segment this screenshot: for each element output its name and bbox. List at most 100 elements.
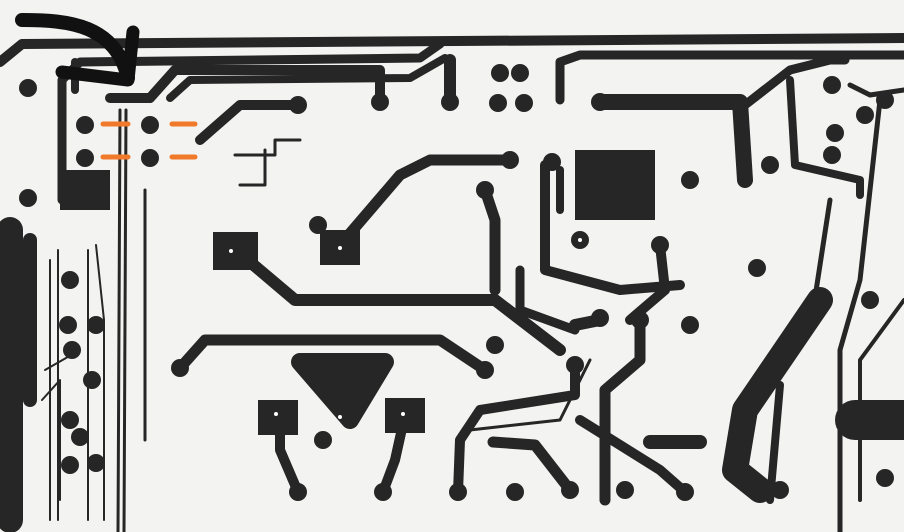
pad: [314, 431, 332, 449]
copper-traces: [0, 33, 904, 532]
pad: [61, 411, 79, 429]
pad: [171, 359, 189, 377]
trace: [807, 197, 833, 333]
pad: [631, 311, 649, 329]
pad: [63, 341, 81, 359]
pad: [141, 149, 159, 167]
pad: [371, 93, 389, 111]
pad: [861, 291, 879, 309]
pad: [501, 151, 519, 169]
trace: [453, 360, 580, 497]
pad: [651, 236, 669, 254]
pad: [476, 181, 494, 199]
pad: [876, 91, 894, 109]
pad: [543, 153, 561, 171]
trace: [233, 138, 302, 157]
trace: [540, 160, 685, 295]
pad: [59, 316, 77, 334]
pad-hole: [401, 412, 405, 416]
pad: [856, 106, 874, 124]
trace: [41, 379, 61, 501]
trace: [555, 50, 904, 105]
trace: [766, 381, 784, 504]
pad: [486, 336, 504, 354]
square-pad: [385, 398, 425, 433]
pad: [826, 124, 844, 142]
pad: [141, 116, 159, 134]
pad: [441, 93, 459, 111]
pad: [771, 481, 789, 499]
pad-hole: [578, 238, 582, 242]
pad: [823, 76, 841, 94]
pad: [76, 149, 94, 167]
arrowhead-icon: [55, 25, 140, 87]
pad: [61, 271, 79, 289]
trace: [625, 240, 670, 325]
trace: [0, 33, 904, 67]
square-pad: [213, 232, 258, 270]
pad-hole: [229, 249, 233, 253]
pad: [566, 356, 584, 374]
pad: [515, 94, 533, 112]
pad: [748, 259, 766, 277]
pad: [19, 79, 37, 97]
pad: [87, 454, 105, 472]
trace: [592, 94, 753, 188]
pad: [591, 93, 609, 111]
pad: [87, 316, 105, 334]
pad: [823, 146, 841, 164]
pad: [676, 483, 694, 501]
pad-hole: [338, 415, 342, 419]
trace: [195, 100, 303, 145]
trace: [599, 314, 646, 506]
pad: [561, 481, 579, 499]
pad: [449, 483, 467, 501]
pads: [19, 64, 894, 501]
pad: [761, 156, 779, 174]
pad: [489, 94, 507, 112]
trace: [479, 184, 501, 296]
pad: [616, 481, 634, 499]
trace: [837, 97, 883, 532]
trace: [740, 55, 850, 110]
pad: [61, 456, 79, 474]
pad-hole: [274, 412, 278, 416]
trace: [575, 415, 690, 497]
pad: [71, 428, 89, 446]
pad: [374, 483, 392, 501]
pad: [681, 316, 699, 334]
pad: [289, 483, 307, 501]
pad: [491, 64, 509, 82]
trace: [468, 358, 592, 432]
trace: [847, 82, 904, 98]
pad: [289, 96, 307, 114]
square-pad: [258, 400, 298, 435]
trace: [291, 353, 394, 429]
trace: [722, 287, 833, 503]
trace: [515, 265, 580, 335]
trace: [487, 436, 576, 496]
pad: [476, 361, 494, 379]
annotations: [15, 13, 198, 160]
trace: [238, 148, 267, 187]
pad: [511, 64, 529, 82]
trace: [116, 108, 122, 532]
trace: [95, 244, 105, 521]
pad: [76, 116, 94, 134]
pad: [19, 189, 37, 207]
pad: [681, 171, 699, 189]
pad: [876, 469, 894, 487]
trace: [174, 334, 491, 376]
trace: [122, 108, 128, 532]
square-pad: [575, 150, 655, 220]
pad: [309, 216, 327, 234]
pad-hole: [338, 246, 342, 250]
pad: [591, 309, 609, 327]
trace: [224, 239, 566, 356]
pad: [83, 371, 101, 389]
curved-arrow-icon: [15, 13, 135, 85]
trace: [166, 54, 449, 102]
pad: [506, 483, 524, 501]
trace: [858, 298, 904, 502]
